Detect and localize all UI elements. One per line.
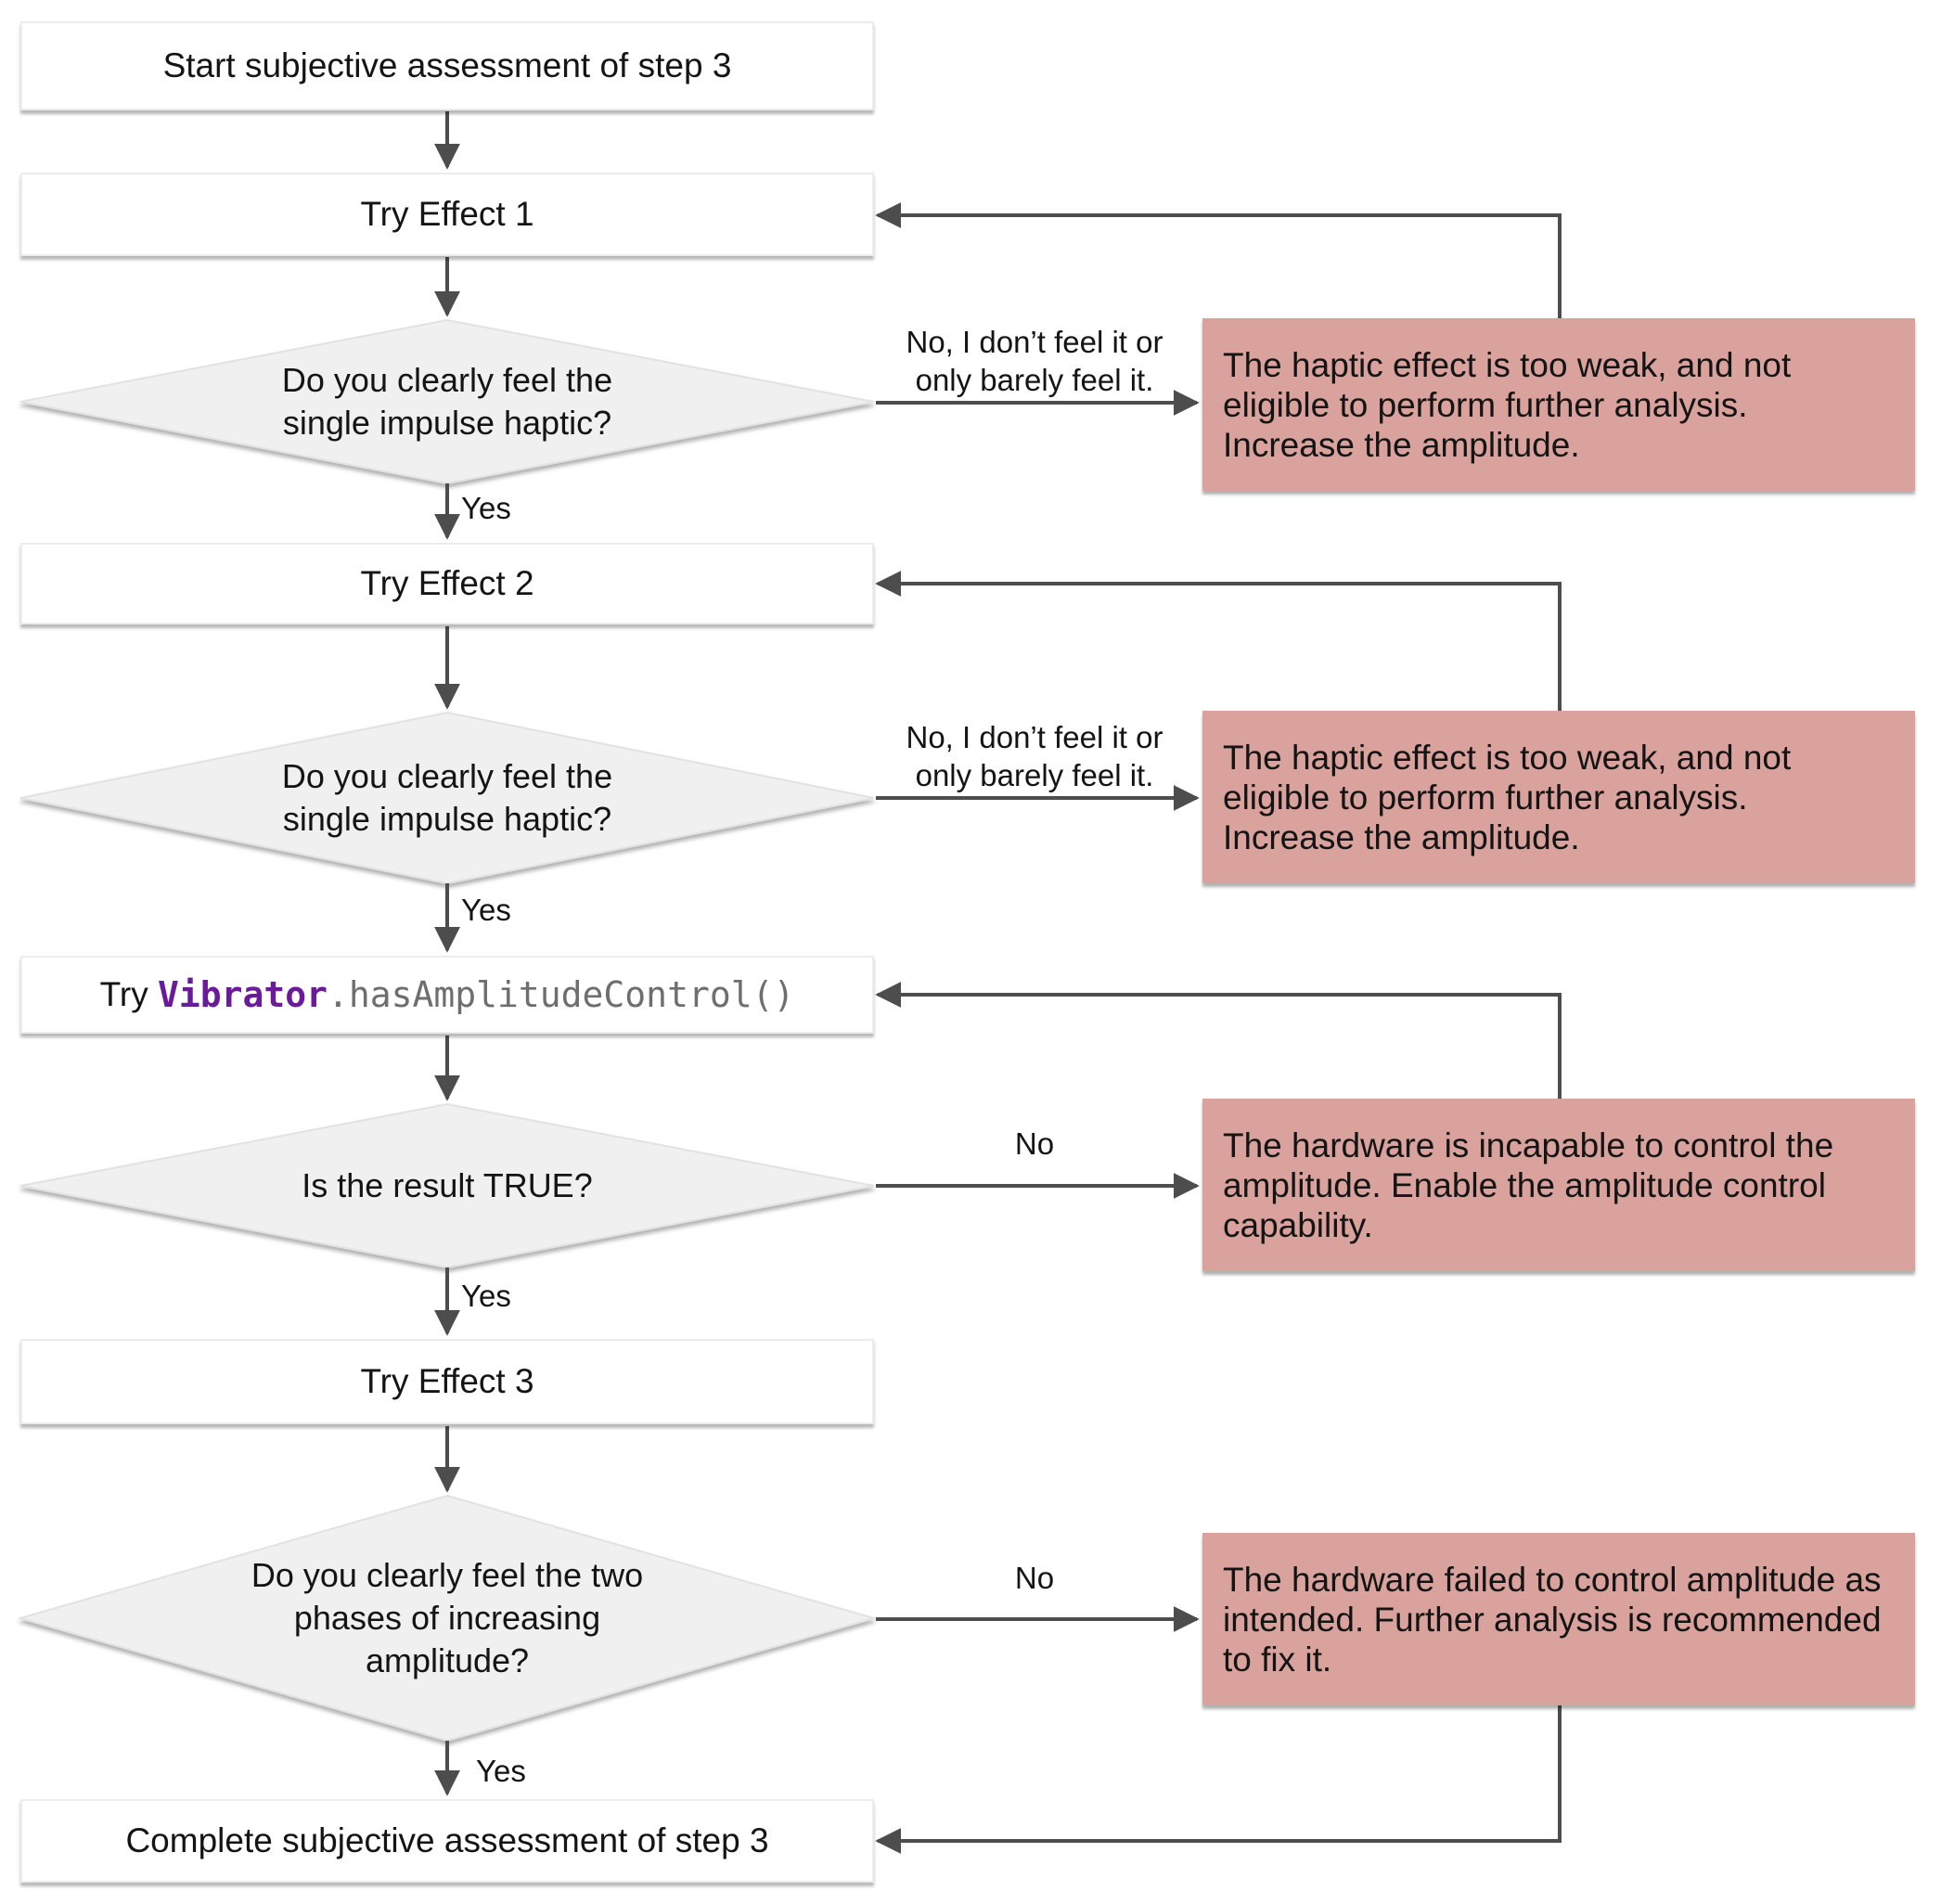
decision-line: Do you clearly feel the (281, 757, 613, 795)
decision-impulse-1-label: Do you clearly feel the single impulse h… (20, 320, 874, 483)
feedback-line: Increase the amplitude. (1223, 817, 1580, 856)
try-effect-2-node: Try Effect 2 (20, 543, 874, 624)
edge-label-no-feel-1: No, I don’t feel it or only barely feel … (881, 323, 1188, 399)
edge-label-no-feel-2: No, I don’t feel it or only barely feel … (881, 718, 1188, 794)
try-effect-2-label: Try Effect 2 (360, 564, 534, 602)
code-prefix: Try (99, 975, 158, 1013)
loopback-arrow (875, 1705, 1562, 1854)
start-node-label: Start subjective assessment of step 3 (162, 46, 732, 84)
decision-two-phases-label: Do you clearly feel the two phases of in… (20, 1496, 874, 1741)
try-effect-3-label: Try Effect 3 (360, 1362, 534, 1400)
complete-node-label: Complete subjective assessment of step 3 (125, 1821, 769, 1859)
decision-line: Do you clearly feel the (281, 361, 613, 399)
edge-label-line: only barely feel it. (915, 363, 1154, 397)
try-effect-1-label: Try Effect 1 (360, 195, 534, 233)
edge-label-yes-1: Yes (461, 491, 511, 525)
edge-label-yes-3: Yes (461, 1279, 511, 1313)
edge-label-line: only barely feel it. (915, 758, 1154, 792)
decision-line: phases of increasing (293, 1599, 601, 1637)
edge-label-no-2: No (1014, 1561, 1055, 1595)
feedback-line: The hardware is incapable to control the (1223, 1126, 1834, 1164)
code-class-name: Vibrator (157, 974, 328, 1015)
feedback-line: eligible to perform further analysis. (1223, 778, 1748, 817)
feedback-line: The haptic effect is too weak, and not (1223, 345, 1792, 384)
loopback-arrow (875, 571, 1562, 711)
edge-label-no-1: No (1014, 1126, 1055, 1161)
feedback-no-amplitude-control: The hardware is incapable to control the… (1202, 1099, 1915, 1271)
edge-label-line: No, I don’t feel it or (906, 325, 1163, 359)
decision-line: Do you clearly feel the two (251, 1556, 644, 1594)
feedback-line: to fix it. (1223, 1640, 1332, 1679)
decision-diamonds (17, 318, 878, 1743)
feedback-line: The hardware failed to control amplitude… (1223, 1560, 1882, 1599)
feedback-line: The haptic effect is too weak, and not (1223, 738, 1792, 777)
start-node: Start subjective assessment of step 3 (20, 21, 874, 110)
feedback-line: capability. (1223, 1205, 1373, 1244)
loopback-arrow (875, 982, 1562, 1099)
edge-label-yes-2: Yes (461, 893, 511, 927)
code-method-call: .hasAmplitudeControl() (328, 974, 795, 1015)
decision-line: single impulse haptic? (282, 800, 612, 838)
edge-label-line: No, I don’t feel it or (906, 720, 1163, 754)
try-effect-3-node: Try Effect 3 (20, 1339, 874, 1424)
feedback-line: amplitude. Enable the amplitude control (1223, 1165, 1826, 1204)
decision-result-true-label: Is the result TRUE? (20, 1104, 874, 1267)
try-effect-1-node: Try Effect 1 (20, 173, 874, 256)
decision-impulse-2-label: Do you clearly feel the single impulse h… (20, 713, 874, 883)
feedback-line: eligible to perform further analysis. (1223, 385, 1748, 424)
decision-line: amplitude? (365, 1641, 530, 1679)
flow-arrows (434, 111, 1562, 1854)
decision-line: Is the result TRUE? (302, 1166, 593, 1204)
feedback-line: Increase the amplitude. (1223, 425, 1580, 464)
edge-label-yes-4: Yes (476, 1754, 526, 1788)
code-step-node: Try Vibrator.hasAmplitudeControl() (20, 956, 874, 1034)
feedback-line: intended. Further analysis is recommende… (1223, 1600, 1882, 1639)
decision-line: single impulse haptic? (282, 404, 612, 442)
loopback-arrow (875, 202, 1562, 318)
feedback-too-weak-1: The haptic effect is too weak, and not e… (1202, 318, 1915, 491)
complete-node: Complete subjective assessment of step 3 (20, 1799, 874, 1883)
feedback-failed-control: The hardware failed to control amplitude… (1202, 1533, 1915, 1705)
feedback-too-weak-2: The haptic effect is too weak, and not e… (1202, 711, 1915, 883)
